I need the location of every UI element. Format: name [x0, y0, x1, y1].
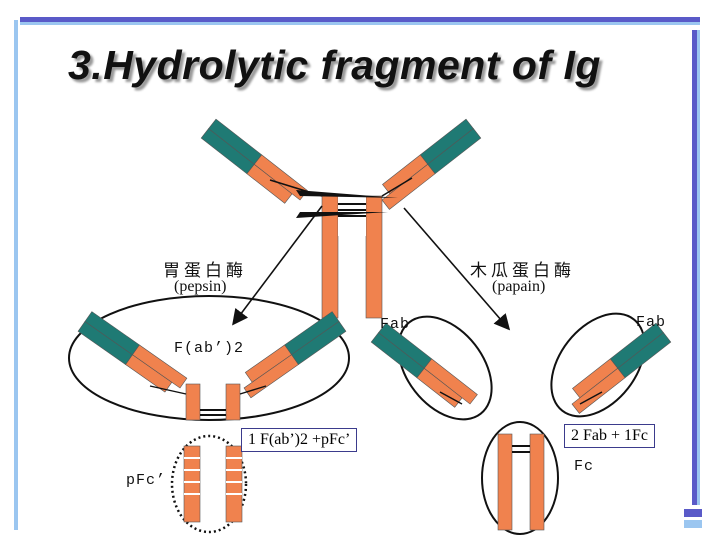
fab-left-label: Fab — [380, 316, 411, 333]
right-accent-bar-light — [697, 30, 700, 505]
top-accent-bar-light — [20, 22, 700, 25]
right-accent-bar — [692, 30, 697, 505]
fab2-label: F(ab’)2 — [174, 340, 245, 357]
fab2-ellipse — [68, 295, 350, 421]
pfc-fragment — [183, 445, 243, 523]
fc-label: Fc — [574, 458, 595, 475]
papain-arrow — [403, 207, 511, 331]
left-accent-bar — [14, 20, 18, 530]
fab2-fragment — [77, 311, 347, 421]
intact-igg — [200, 118, 482, 319]
fab-left-ellipse — [397, 315, 493, 421]
fab-right-ellipse — [550, 312, 646, 418]
corner-square — [684, 509, 702, 517]
slide-title: 3.Hydrolytic fragment of Ig — [68, 42, 601, 88]
fc-ellipse — [481, 421, 559, 535]
fab-right-label: Fab — [636, 314, 667, 331]
papain-en-label: (papain) — [492, 278, 546, 295]
fc-fragment — [497, 433, 545, 531]
pepsin-arrow — [232, 205, 323, 326]
top-accent-bar — [20, 17, 700, 22]
pepsin-cn-label: 胃蛋白酶 — [163, 261, 247, 280]
pfc-ellipse — [170, 434, 248, 534]
corner-square-light — [684, 520, 702, 528]
pfc-label: pFc’ — [126, 472, 167, 489]
papain-result-box: 2 Fab + 1Fc — [564, 424, 656, 448]
papain-cn-label: 木瓜蛋白酶 — [470, 261, 575, 280]
pepsin-en-label: (pepsin) — [174, 278, 227, 295]
pepsin-result-box: 1 F(ab’)2 +pFc’ — [241, 428, 358, 452]
